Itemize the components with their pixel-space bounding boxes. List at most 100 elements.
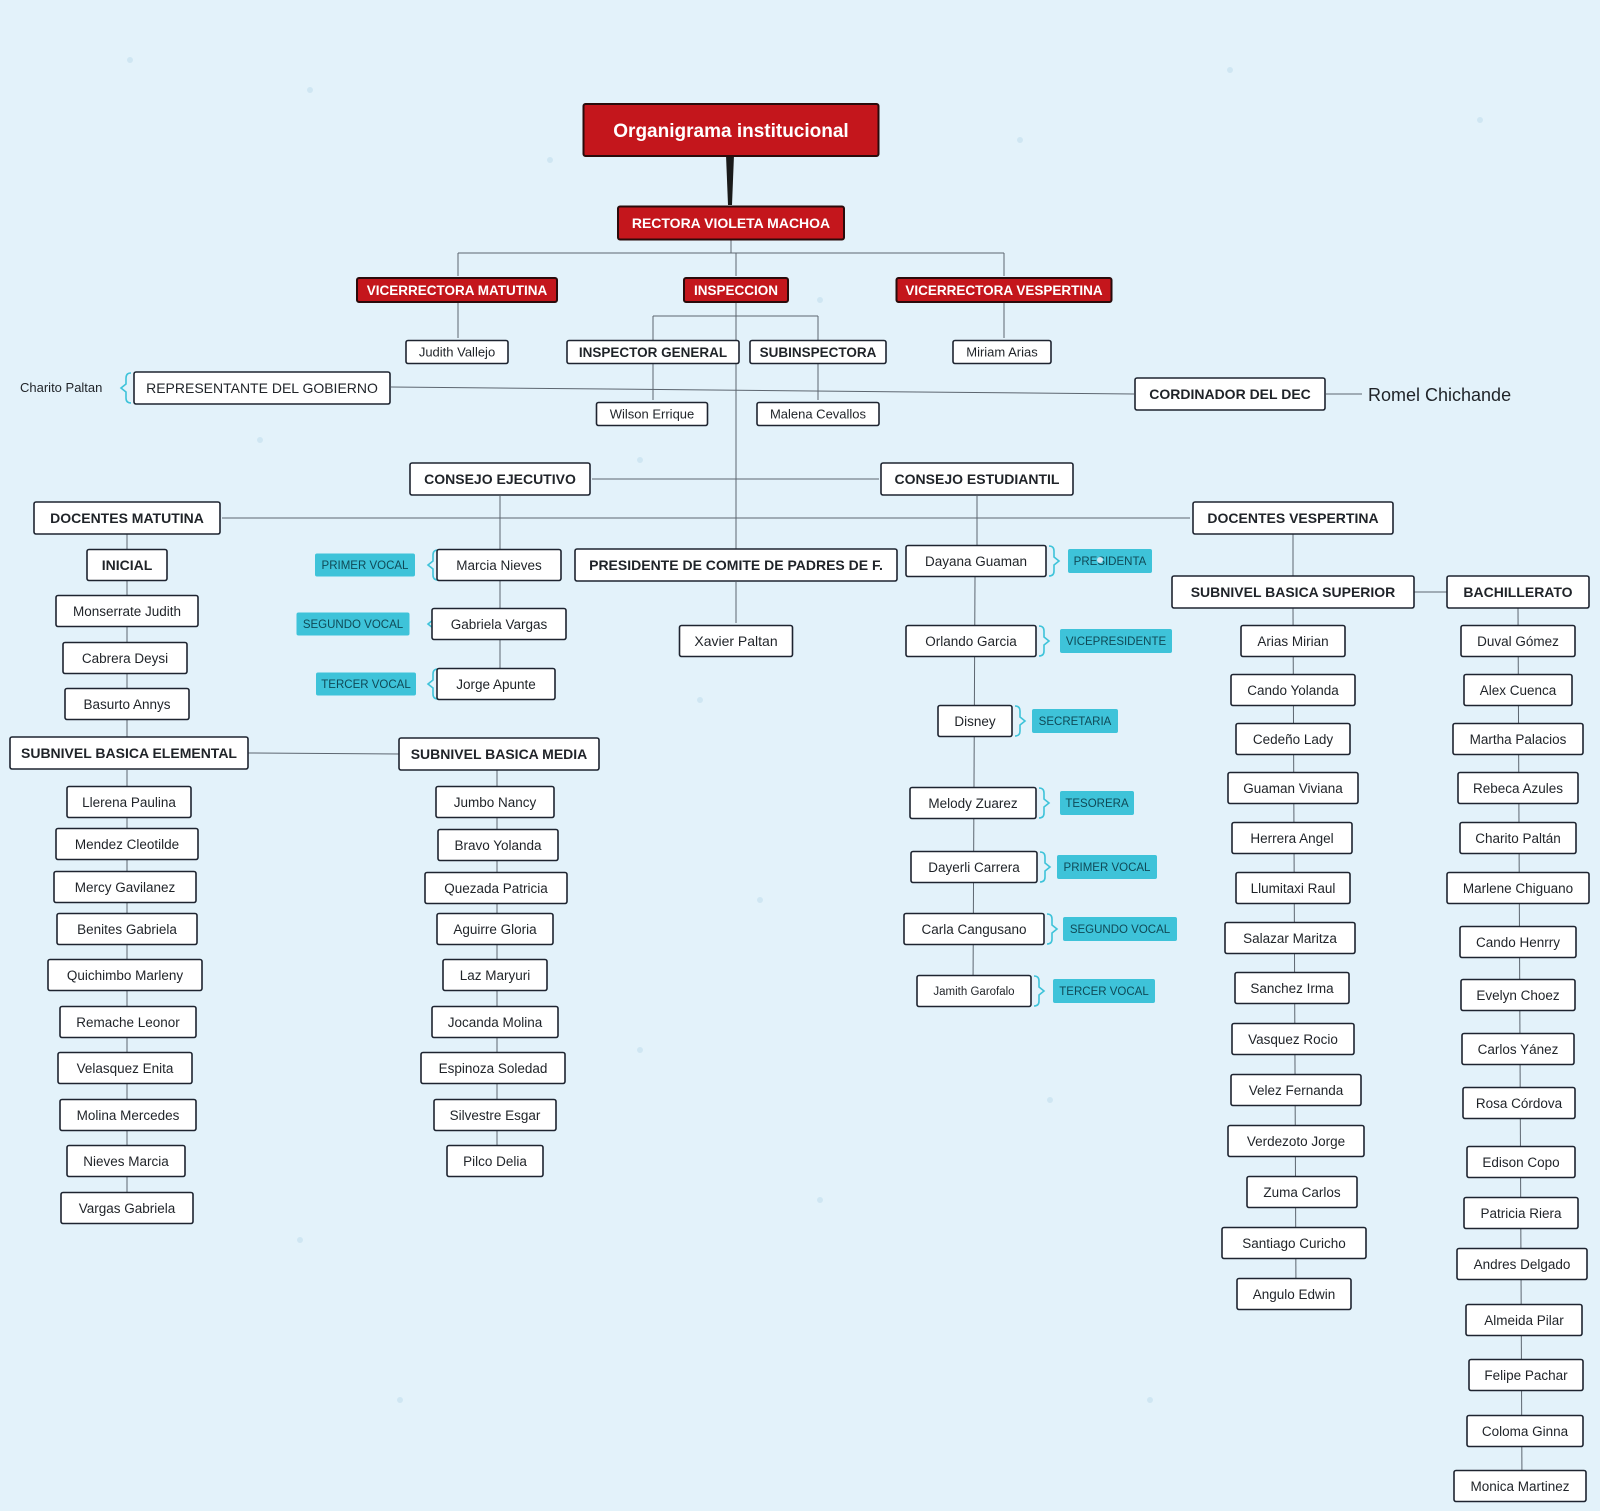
node-media-teacher-6: Jocanda Molina	[431, 1005, 559, 1039]
node-ejecutivo-member-1-box	[436, 548, 562, 582]
node-bachillerato-teacher-2: Alex Cuenca	[1463, 673, 1573, 707]
tag-estudiantil-role-3-label: SECRETARIA	[1039, 716, 1112, 728]
node-docentes-matutina-label: DOCENTES MATUTINA	[50, 510, 204, 526]
tag-estudiantil-role-2-label: VICEPRESIDENTE	[1066, 636, 1167, 648]
node-bachillerato-teacher-7: Cando Henrry	[1459, 925, 1577, 959]
node-cordinador-dec-label: CORDINADOR DEL DEC	[1149, 386, 1311, 402]
node-media-teacher-5: Laz Maryuri	[442, 958, 548, 992]
node-xavier-paltan-label: Xavier Paltan	[694, 633, 777, 649]
node-superior-teacher-8-box	[1234, 971, 1350, 1005]
node-subnivel-basica-elemental-label: SUBNIVEL BASICA ELEMENTAL	[21, 745, 237, 761]
node-bachillerato-teacher-6: Marlene Chiguano	[1446, 871, 1590, 905]
node-media-teacher-6-box	[431, 1005, 559, 1039]
tag-estudiantil-role-3-box	[1032, 709, 1118, 733]
node-bachillerato-teacher-4-label: Rebeca Azules	[1473, 781, 1563, 796]
node-bachillerato-teacher-7-label: Cando Henrry	[1476, 935, 1560, 950]
node-ejecutivo-member-1-label: Marcia Nieves	[456, 558, 542, 573]
tag-ejecutivo-role-1: PRIMER VOCAL	[315, 553, 415, 577]
node-estudiantil-member-3-box	[937, 704, 1013, 738]
node-subnivel-basica-media-label: SUBNIVEL BASICA MEDIA	[411, 746, 588, 762]
node-estudiantil-member-7: Jamith Garofalo	[916, 974, 1032, 1008]
tag-estudiantil-role-6-box	[1063, 917, 1177, 941]
node-consejo-estudiantil: CONSEJO ESTUDIANTIL	[880, 462, 1074, 496]
tag-estudiantil-role-4: TESORERA	[1060, 791, 1134, 815]
tag-estudiantil-role-1-label: PRESIDENTA	[1074, 556, 1147, 568]
node-bachillerato-teacher-8: Evelyn Choez	[1460, 978, 1576, 1012]
node-elemental-teacher-8: Molina Mercedes	[59, 1098, 197, 1132]
node-bachillerato-teacher-1-label: Duval Gómez	[1477, 634, 1559, 649]
node-elemental-teacher-1-label: Llerena Paulina	[82, 795, 176, 810]
node-ejecutivo-member-2-box	[431, 607, 567, 641]
node-docentes-vespertina-label: DOCENTES VESPERTINA	[1207, 510, 1378, 526]
node-miriam-arias-box	[952, 339, 1052, 365]
chart-title-box	[582, 103, 880, 157]
representante-coordinator-line	[390, 386, 1135, 395]
node-subnivel-basica-media: SUBNIVEL BASICA MEDIA	[398, 737, 600, 771]
node-subnivel-basica-elemental: SUBNIVEL BASICA ELEMENTAL	[9, 736, 249, 770]
tag-ejecutivo-role-3: TERCER VOCAL	[316, 672, 416, 696]
node-estudiantil-member-3-label: Disney	[954, 714, 996, 729]
node-bachillerato-teacher-14-label: Almeida Pilar	[1484, 1313, 1564, 1328]
node-elemental-teacher-8-box	[59, 1098, 197, 1132]
background-dot	[1047, 1097, 1053, 1103]
node-media-teacher-3: Quezada Patricia	[424, 871, 568, 905]
tag-estudiantil-role-7-box	[1053, 979, 1155, 1003]
node-superior-teacher-14-label: Angulo Edwin	[1253, 1287, 1336, 1302]
node-ejecutivo-member-2-label: Gabriela Vargas	[451, 617, 548, 632]
node-bachillerato-teacher-5: Charito Paltán	[1459, 821, 1577, 855]
node-media-teacher-9: Pilco Delia	[446, 1144, 544, 1178]
node-bachillerato-teacher-13: Andres Delgado	[1456, 1247, 1588, 1281]
node-media-teacher-4-label: Aguirre Gloria	[453, 922, 537, 937]
node-romel-chichande: Romel Chichande	[1368, 385, 1511, 405]
node-superior-teacher-5-box	[1231, 821, 1353, 855]
node-vicerrectora-vespertina-label: VICERRECTORA VESPERTINA	[905, 283, 1103, 298]
node-media-teacher-9-box	[446, 1144, 544, 1178]
node-bachillerato-teacher-14-box	[1465, 1303, 1583, 1337]
chart-title: Organigrama institucional	[582, 103, 880, 157]
tag-ejecutivo-role-2: SEGUNDO VOCAL	[296, 612, 410, 636]
background-dot	[697, 697, 703, 703]
node-docentes-matutina-box	[33, 501, 221, 535]
node-superior-teacher-6: Llumitaxi Raul	[1235, 871, 1351, 905]
tag-ejecutivo-role-1-label: PRIMER VOCAL	[322, 560, 410, 572]
node-estudiantil-member-7-box	[916, 974, 1032, 1008]
node-miriam-arias: Miriam Arias	[952, 339, 1052, 365]
node-rectora-label: RECTORA VIOLETA MACHOA	[632, 215, 830, 231]
node-superior-teacher-5: Herrera Angel	[1231, 821, 1353, 855]
node-estudiantil-member-5: Dayerli Carrera	[910, 850, 1038, 884]
node-elemental-teacher-5-label: Quichimbo Marleny	[67, 968, 184, 983]
background-dots	[127, 57, 1483, 1403]
node-elemental-teacher-6-label: Remache Leonor	[76, 1015, 180, 1030]
node-subinspectora-label: SUBINSPECTORA	[760, 345, 877, 360]
node-superior-teacher-10-box	[1230, 1073, 1362, 1107]
tag-estudiantil-role-5-box	[1057, 855, 1157, 879]
tag-ejecutivo-role-3-label: TERCER VOCAL	[321, 679, 411, 691]
node-superior-teacher-14: Angulo Edwin	[1236, 1277, 1352, 1311]
node-bachillerato-teacher-5-label: Charito Paltán	[1475, 831, 1561, 846]
node-subinspectora: SUBINSPECTORA	[749, 339, 887, 365]
node-vicerrectora-matutina-label: VICERRECTORA MATUTINA	[367, 283, 548, 298]
node-bachillerato-teacher-6-label: Marlene Chiguano	[1463, 881, 1573, 896]
node-elemental-teacher-5-box	[47, 958, 203, 992]
node-estudiantil-member-4-label: Melody Zuarez	[928, 796, 1018, 811]
tag-estudiantil-role-6: SEGUNDO VOCAL	[1063, 917, 1177, 941]
node-media-teacher-2-label: Bravo Yolanda	[454, 838, 542, 853]
background-dot	[637, 1047, 643, 1053]
bracket-estudiantil-6	[1046, 913, 1059, 945]
node-superior-teacher-9-label: Vasquez Rocio	[1248, 1032, 1338, 1047]
node-estudiantil-member-6-label: Carla Cangusano	[921, 922, 1026, 937]
node-elemental-teacher-2-box	[55, 827, 199, 861]
node-superior-teacher-12-box	[1246, 1175, 1358, 1209]
node-bachillerato-teacher-4-box	[1457, 771, 1579, 805]
node-superior-teacher-5-label: Herrera Angel	[1250, 831, 1333, 846]
node-inicial-teacher-1: Monserrate Judith	[55, 594, 199, 628]
node-bachillerato-teacher-17: Monica Martinez	[1453, 1469, 1587, 1503]
node-bachillerato: BACHILLERATO	[1446, 575, 1590, 609]
node-bachillerato-teacher-7-box	[1459, 925, 1577, 959]
node-superior-teacher-2: Cando Yolanda	[1230, 673, 1356, 707]
bracket-estudiantil-3	[1014, 705, 1027, 737]
node-superior-teacher-7-label: Salazar Maritza	[1243, 931, 1337, 946]
node-bachillerato-teacher-8-label: Evelyn Choez	[1476, 988, 1560, 1003]
node-inicial-teacher-3-label: Basurto Annys	[83, 697, 170, 712]
node-inspeccion: INSPECCION	[683, 277, 789, 303]
